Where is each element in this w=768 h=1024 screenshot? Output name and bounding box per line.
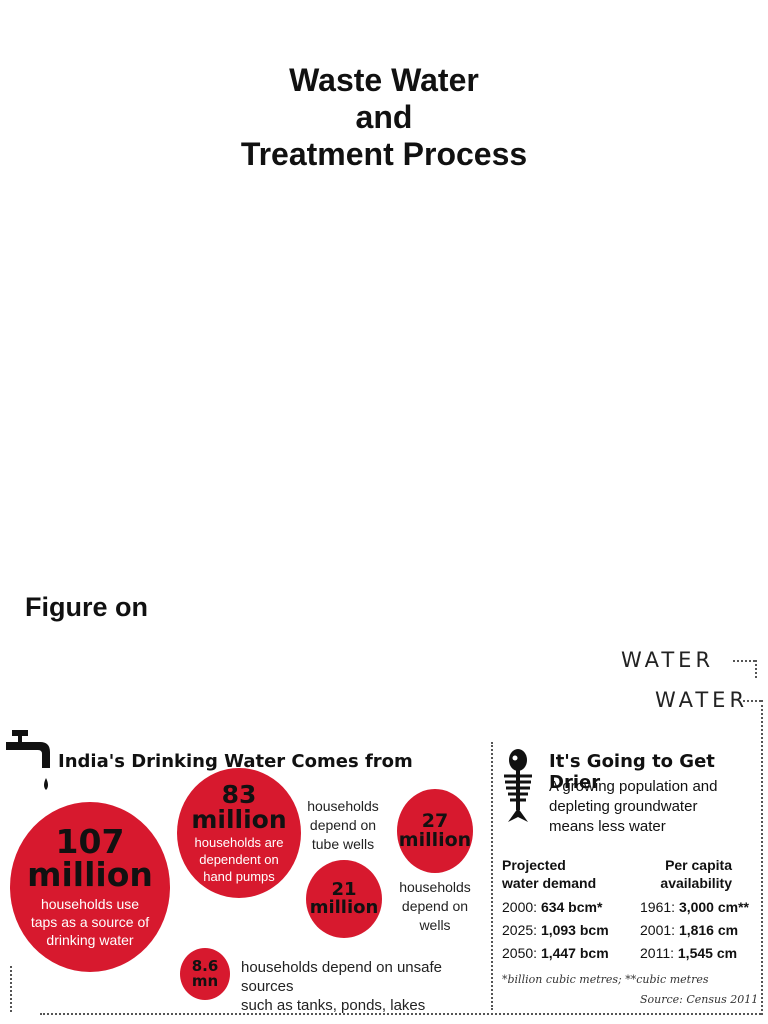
circle-27-million: 27 million — [397, 789, 473, 873]
title-line-1: Waste Water — [289, 62, 479, 98]
row-value: 1,545 cm — [677, 945, 738, 961]
note-line: wells — [419, 917, 451, 933]
row-year: 2000: — [502, 899, 538, 915]
row-year: 2025: — [502, 922, 538, 938]
circle-text-2: dependent on — [199, 851, 279, 867]
row-year: 2050: — [502, 945, 538, 961]
dotted-line — [755, 660, 757, 678]
dotted-line — [743, 700, 761, 702]
row-value: 1,816 cm — [678, 922, 739, 938]
title-line-3: Treatment Process — [240, 136, 528, 172]
note-line: such as tanks, ponds, lakes — [241, 997, 426, 1014]
footnote: *billion cubic metres; **cubic metres — [502, 973, 709, 986]
slide-title: Waste Water and Treatment Process — [0, 62, 768, 173]
dotted-line — [761, 700, 763, 1015]
header-line: water demand — [502, 875, 597, 891]
circle-unit: million — [309, 897, 379, 918]
circle-unit: million — [191, 804, 287, 834]
circle-value: 21 — [331, 879, 357, 900]
circle-value: 83 — [221, 779, 257, 809]
availability-row: 2001: 1,816 cm — [640, 922, 738, 938]
note-line: depend on — [309, 817, 377, 833]
circle-text-2: taps as a source of — [30, 914, 150, 930]
row-value: 3,000 cm** — [678, 899, 749, 915]
row-year: 2011: — [640, 945, 674, 961]
note-line: households — [307, 798, 379, 814]
row-year: 2001: — [640, 922, 676, 938]
tube-wells-note: households depend on tube wells — [296, 797, 390, 854]
header-line: Projected — [502, 857, 566, 873]
circle-unit: million — [398, 829, 472, 851]
water-watermark-1: WATER — [621, 648, 715, 672]
row-value: 1,093 bcm — [540, 922, 609, 938]
availability-header: Per capita availability — [640, 856, 732, 892]
dotted-line — [733, 660, 755, 662]
circle-unit: mn — [191, 972, 219, 990]
subtitle-line: A growing population and — [549, 778, 718, 795]
dotted-border-left — [10, 966, 12, 1012]
right-subtitle: A growing population and depleting groun… — [549, 777, 717, 837]
unsafe-sources-note: households depend on unsafe sources such… — [241, 958, 491, 1015]
availability-row: 2011: 1,545 cm — [640, 945, 737, 961]
circle-text-1: households are — [194, 834, 284, 850]
dotted-border-bottom — [40, 1013, 761, 1015]
circle-21-million: 21 million — [306, 860, 382, 938]
row-value: 1,447 bcm — [540, 945, 609, 961]
note-line: households — [399, 879, 471, 895]
demand-row: 2000: 634 bcm* — [502, 899, 602, 915]
demand-row: 2025: 1,093 bcm — [502, 922, 609, 938]
circle-107-million: 107 million households use taps as a sou… — [10, 802, 170, 972]
title-line-2: and — [355, 99, 413, 135]
tap-icon — [6, 730, 50, 790]
circle-text-3: hand pumps — [203, 868, 275, 884]
circle-value: 27 — [421, 810, 449, 832]
wells-note: households depend on wells — [388, 878, 482, 935]
note-line: depend on — [401, 898, 469, 914]
circle-value: 107 — [55, 822, 125, 861]
subtitle-line: depleting groundwater — [549, 798, 698, 815]
circle-value: 8.6 — [191, 957, 219, 975]
left-section-title: India's Drinking Water Comes from — [58, 751, 413, 772]
demand-header: Projected water demand — [502, 856, 596, 892]
note-line: households depend on unsafe sources — [241, 959, 443, 995]
circle-unit: million — [27, 855, 153, 894]
water-watermark-2: WATER — [655, 688, 749, 712]
row-year: 1961: — [640, 899, 676, 915]
source-note: Source: Census 2011 — [640, 993, 759, 1006]
circle-text-1: households use — [40, 896, 140, 912]
demand-row: 2050: 1,447 bcm — [502, 945, 609, 961]
right-section-title: It's Going to Get Drier — [549, 751, 715, 793]
header-line: Per capita — [665, 857, 732, 873]
section-divider — [491, 742, 493, 1010]
circle-8-6-mn: 8.6 mn — [180, 948, 230, 1000]
note-line: tube wells — [311, 836, 375, 852]
fish-skeleton-icon — [504, 749, 532, 822]
row-value: 634 bcm* — [540, 899, 603, 915]
header-line: availability — [660, 875, 732, 891]
figure-label: Figure on — [25, 592, 148, 622]
circle-text-3: drinking water — [46, 932, 134, 948]
subtitle-line: means less water — [549, 818, 666, 835]
availability-row: 1961: 3,000 cm** — [640, 899, 749, 915]
circle-83-million: 83 million households are dependent on h… — [177, 768, 301, 898]
